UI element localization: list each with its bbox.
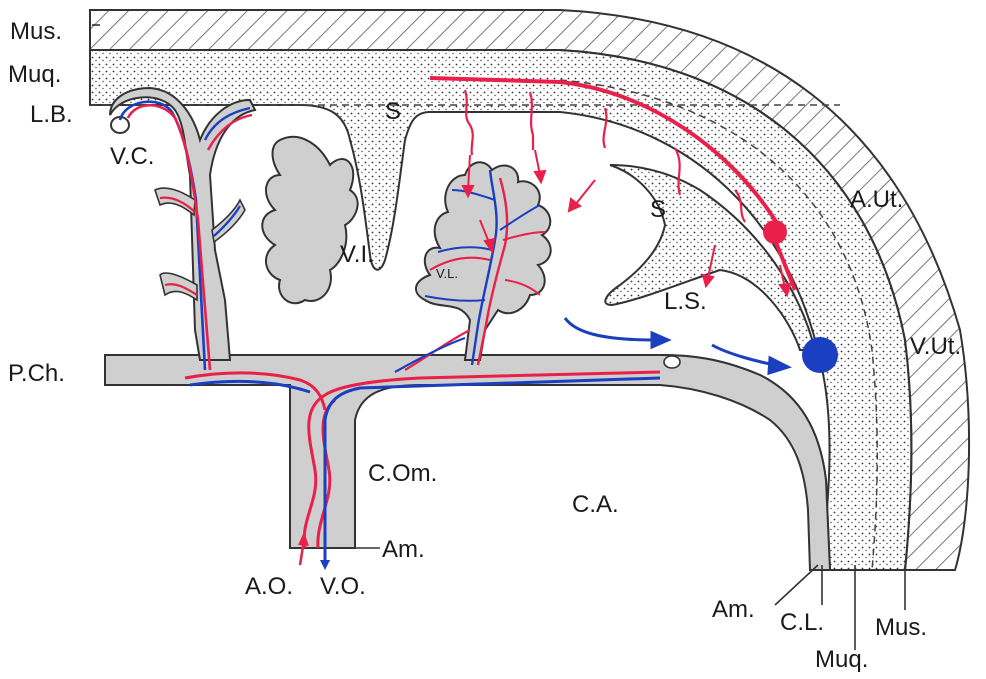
cord-flow-arrows <box>0 0 986 679</box>
